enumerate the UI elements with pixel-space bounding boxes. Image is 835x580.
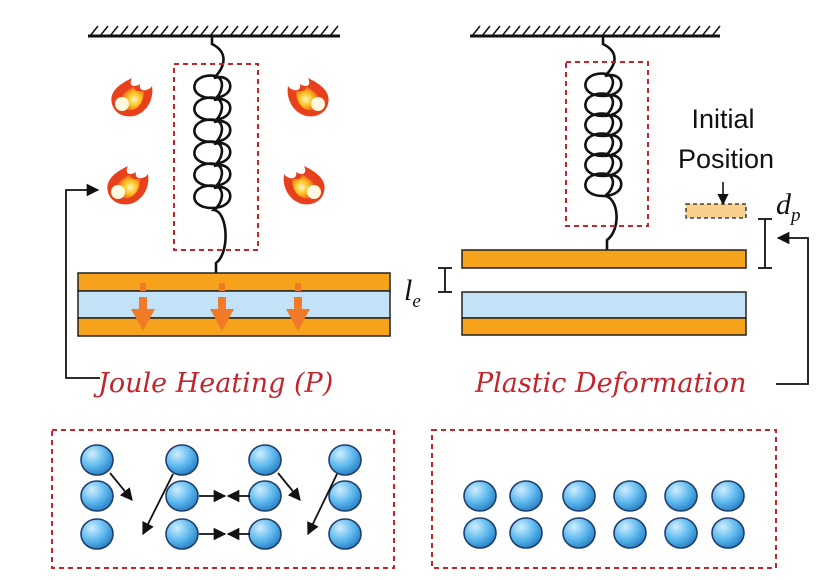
atom-icon [165, 518, 199, 550]
heat-arrows [131, 283, 310, 331]
left-bottom-electrode [77, 317, 391, 337]
initial-label-line1: Initial [691, 104, 754, 134]
left-ceiling-hatch-icon [88, 25, 340, 38]
plastic-feedback-arrow [776, 231, 809, 385]
fire-group [107, 78, 329, 205]
heat-down-arrow [286, 283, 310, 331]
atom-icon [248, 518, 282, 550]
atom-icon [711, 480, 745, 512]
initial-position-ghost [685, 203, 747, 219]
right-dielectric [461, 291, 747, 319]
atom-icon [80, 518, 114, 550]
atom-icon [463, 480, 497, 512]
atom-icon [165, 480, 199, 512]
right-atom-group [463, 480, 745, 549]
fire-icon [287, 78, 329, 117]
left-capacitor [77, 272, 391, 337]
atom-icon [711, 517, 745, 549]
dp-bracket [758, 218, 772, 269]
atom-icon [328, 518, 362, 550]
atom-icon [328, 444, 362, 476]
atom-icon [80, 444, 114, 476]
joule-heating-caption: Joule Heating (P) [93, 368, 333, 399]
migration-arrow [109, 472, 133, 501]
atom-icon [509, 480, 543, 512]
left-top-electrode [77, 272, 391, 292]
joule-feedback-arrow [65, 183, 100, 379]
fire-icon [111, 78, 153, 117]
fire-icon [283, 166, 325, 205]
heat-down-arrow [131, 283, 155, 331]
atom-icon [165, 444, 199, 476]
atom-icon [509, 517, 543, 549]
right-bottom-electrode [461, 317, 747, 336]
right-atom-box [431, 429, 777, 569]
fire-icon [107, 166, 149, 205]
atom-icon [328, 480, 362, 512]
migration-arrow [142, 473, 174, 536]
atom-icon [562, 517, 596, 549]
left-spring-icon [193, 36, 232, 273]
left-dielectric [77, 290, 391, 319]
atom-icon [613, 480, 647, 512]
le-symbol: le [404, 274, 421, 312]
atom-icon [248, 444, 282, 476]
migration-arrow [307, 473, 338, 536]
atom-icon [613, 517, 647, 549]
left-spring-dashed-box [173, 63, 259, 251]
plastic-deformation-caption: Plastic Deformation [474, 368, 747, 399]
atom-icon [664, 480, 698, 512]
migration-arrow [277, 472, 301, 501]
left-atom-arrows [109, 472, 338, 541]
heat-down-arrow [210, 283, 234, 331]
right-top-electrode [461, 249, 747, 269]
initial-label-line2: Position [678, 144, 774, 174]
atom-icon [463, 517, 497, 549]
atom-icon [664, 517, 698, 549]
atom-icon [562, 480, 596, 512]
le-bracket [438, 267, 452, 293]
right-panel: Initial Position dp le Plastic Deformati… [404, 25, 809, 569]
atom-icon [248, 480, 282, 512]
right-spring-dashed-box [565, 61, 649, 227]
dp-symbol: dp [776, 188, 801, 226]
atom-icon [80, 480, 114, 512]
right-spring-icon [584, 36, 623, 250]
left-atom-box [51, 429, 395, 569]
left-panel: Joule Heating (P) [51, 25, 395, 569]
right-ceiling-hatch-icon [470, 25, 721, 38]
